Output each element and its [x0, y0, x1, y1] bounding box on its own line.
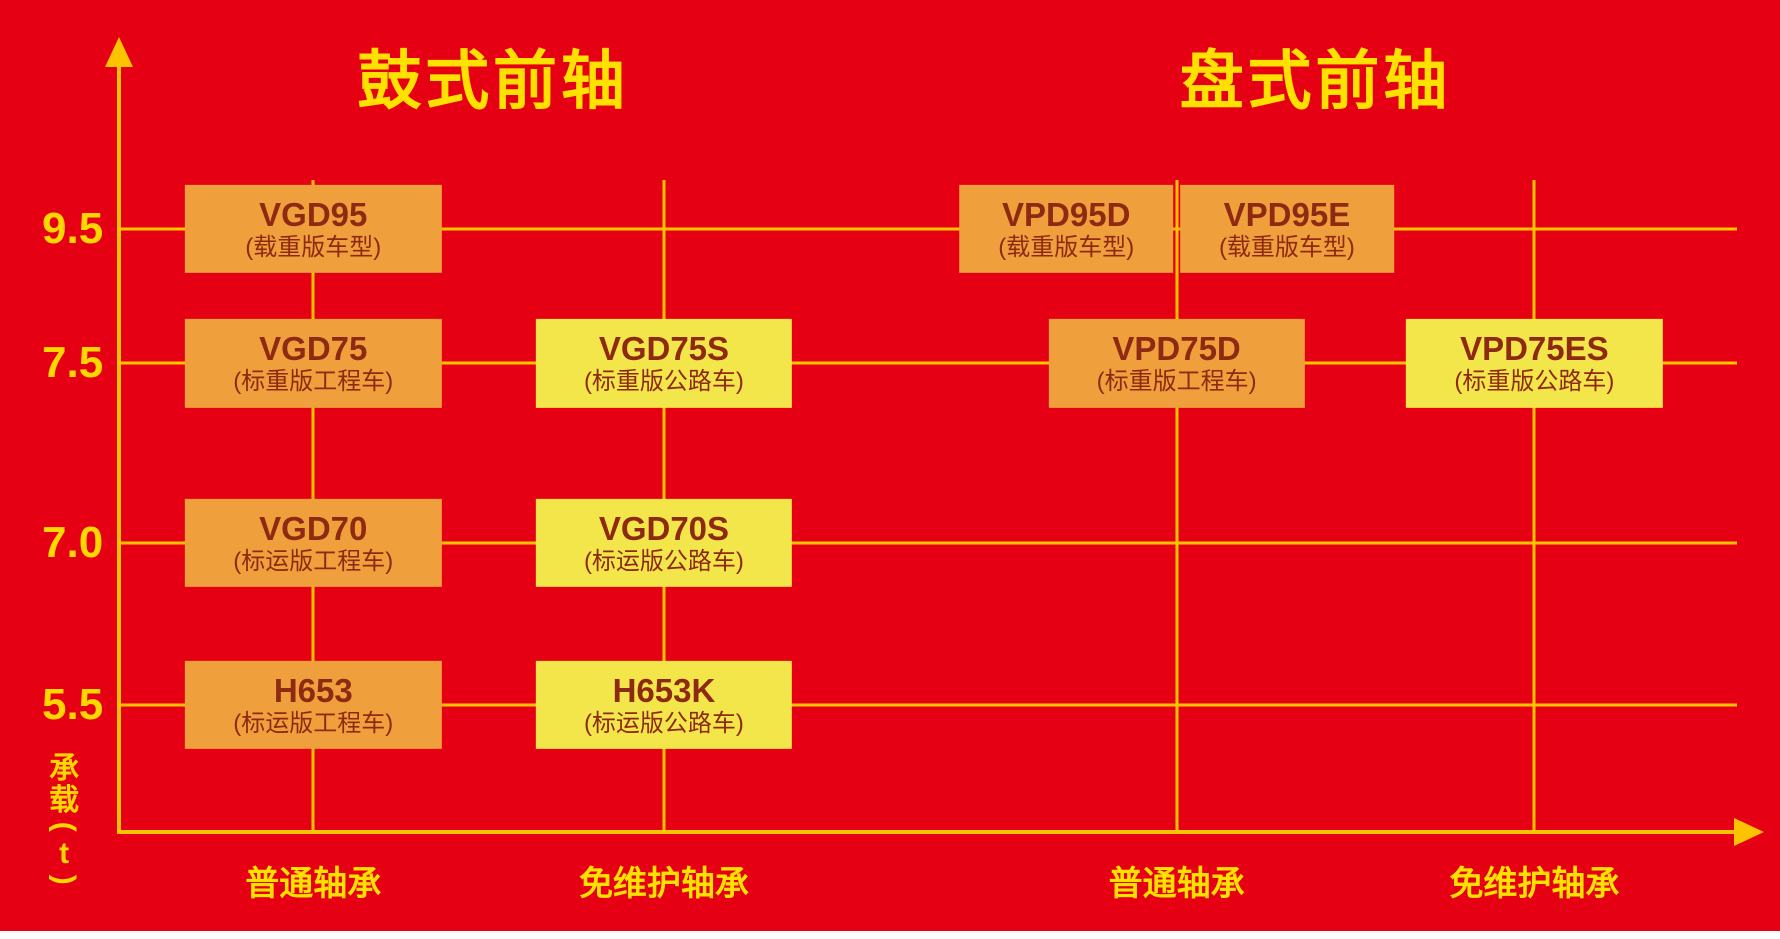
- product-variant: (标重版公路车): [583, 368, 744, 396]
- product-model: VPD95E: [1223, 195, 1351, 233]
- product-model: VGD75: [259, 330, 368, 368]
- y-tick-label: 7.5: [42, 338, 104, 388]
- y-tick-label: 9.5: [42, 204, 104, 254]
- gridline-h: [119, 541, 1738, 545]
- product-variant: (标运版公路车): [583, 710, 744, 738]
- gridline-h: [119, 703, 1738, 707]
- product-variant: (标运版工程车): [233, 710, 394, 738]
- gridline-v: [1175, 180, 1179, 832]
- bottom-edge: [0, 931, 1780, 939]
- product-box: VGD95(载重版车型): [185, 184, 442, 274]
- product-box: VGD75(标重版工程车): [185, 319, 442, 408]
- x-axis-arrow-icon: [1733, 817, 1764, 846]
- product-model: VPD95D: [1002, 195, 1131, 233]
- product-box: VGD75S(标重版公路车): [535, 319, 793, 408]
- x-category-label: 普通轴承: [1108, 865, 1245, 904]
- product-variant: (载重版车型): [1218, 234, 1355, 262]
- x-category-label: 免维护轴承: [1449, 865, 1620, 904]
- x-category-label: 免维护轴承: [578, 865, 749, 904]
- y-axis-label-char: 载: [49, 783, 80, 817]
- product-model: VPD75D: [1112, 330, 1241, 368]
- y-axis-arrow-icon: [105, 36, 134, 67]
- product-model: H653: [273, 671, 353, 709]
- chart-title-drum: 鼓式前轴: [357, 45, 629, 118]
- product-model: VGD70: [259, 509, 368, 547]
- product-variant: (载重版车型): [998, 234, 1135, 262]
- product-model: VGD95: [259, 195, 368, 233]
- gridline-v: [1532, 180, 1536, 832]
- product-model: VGD70S: [598, 509, 730, 547]
- product-variant: (标重版工程车): [233, 368, 394, 396]
- chart-title-disc: 盘式前轴: [1179, 45, 1452, 118]
- product-box: H653(标运版工程车): [185, 661, 442, 750]
- product-model: VGD75S: [598, 330, 730, 368]
- y-axis: [117, 61, 122, 834]
- product-variant: (标运版工程车): [233, 547, 394, 575]
- product-box: VPD95E(载重版车型): [1180, 184, 1394, 274]
- product-box: VGD70S(标运版公路车): [535, 498, 793, 587]
- product-model: H653K: [612, 671, 716, 709]
- y-tick-label: 5.5: [42, 680, 104, 730]
- gridline-h: [119, 361, 1738, 365]
- x-axis: [119, 829, 1738, 834]
- product-variant: (标运版公路车): [583, 547, 744, 575]
- product-box: VPD95D(载重版车型): [959, 184, 1174, 274]
- y-axis-label-char: 承: [49, 752, 80, 786]
- product-box: VPD75ES(标重版公路车): [1406, 319, 1663, 408]
- x-category-label: 普通轴承: [245, 865, 382, 904]
- gridline-h: [119, 227, 1738, 231]
- product-variant: (载重版车型): [245, 234, 382, 262]
- y-axis-label-char: t: [59, 836, 70, 870]
- product-box: VGD70(标运版工程车): [185, 498, 442, 587]
- product-box: VPD75D(标重版工程车): [1048, 319, 1305, 408]
- y-tick-label: 7.0: [42, 517, 104, 567]
- y-axis-label: 承载(t): [48, 752, 81, 891]
- product-variant: (标重版公路车): [1454, 368, 1615, 396]
- product-box: H653K(标运版公路车): [535, 661, 793, 750]
- product-model: VPD75ES: [1460, 330, 1609, 368]
- product-variant: (标重版工程车): [1096, 368, 1257, 396]
